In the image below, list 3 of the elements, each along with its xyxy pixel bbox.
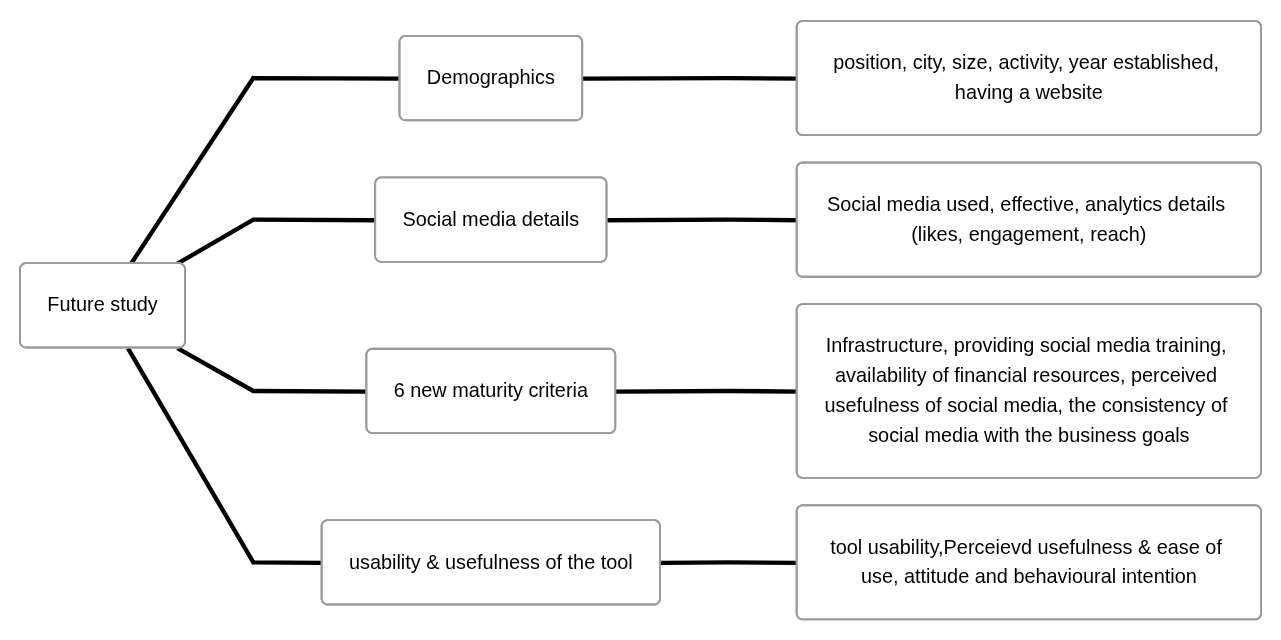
diagram: Future study Demographics Social media details 6 new maturity criteria usability & usefulness of the tool position, city, size, activity, year established, having a website Social media used, effective, analytics details (likes, engagement, reach) Infrastructure, providing social media training, availability of financial resources, perceived usefulness of social media, the consistency of social media with the business goals tool usability,Perceievd usefulness & ease of use, attitude and behavioural intention xyxy=(10,10,1271,630)
connector xyxy=(176,346,367,394)
connector xyxy=(176,217,376,266)
